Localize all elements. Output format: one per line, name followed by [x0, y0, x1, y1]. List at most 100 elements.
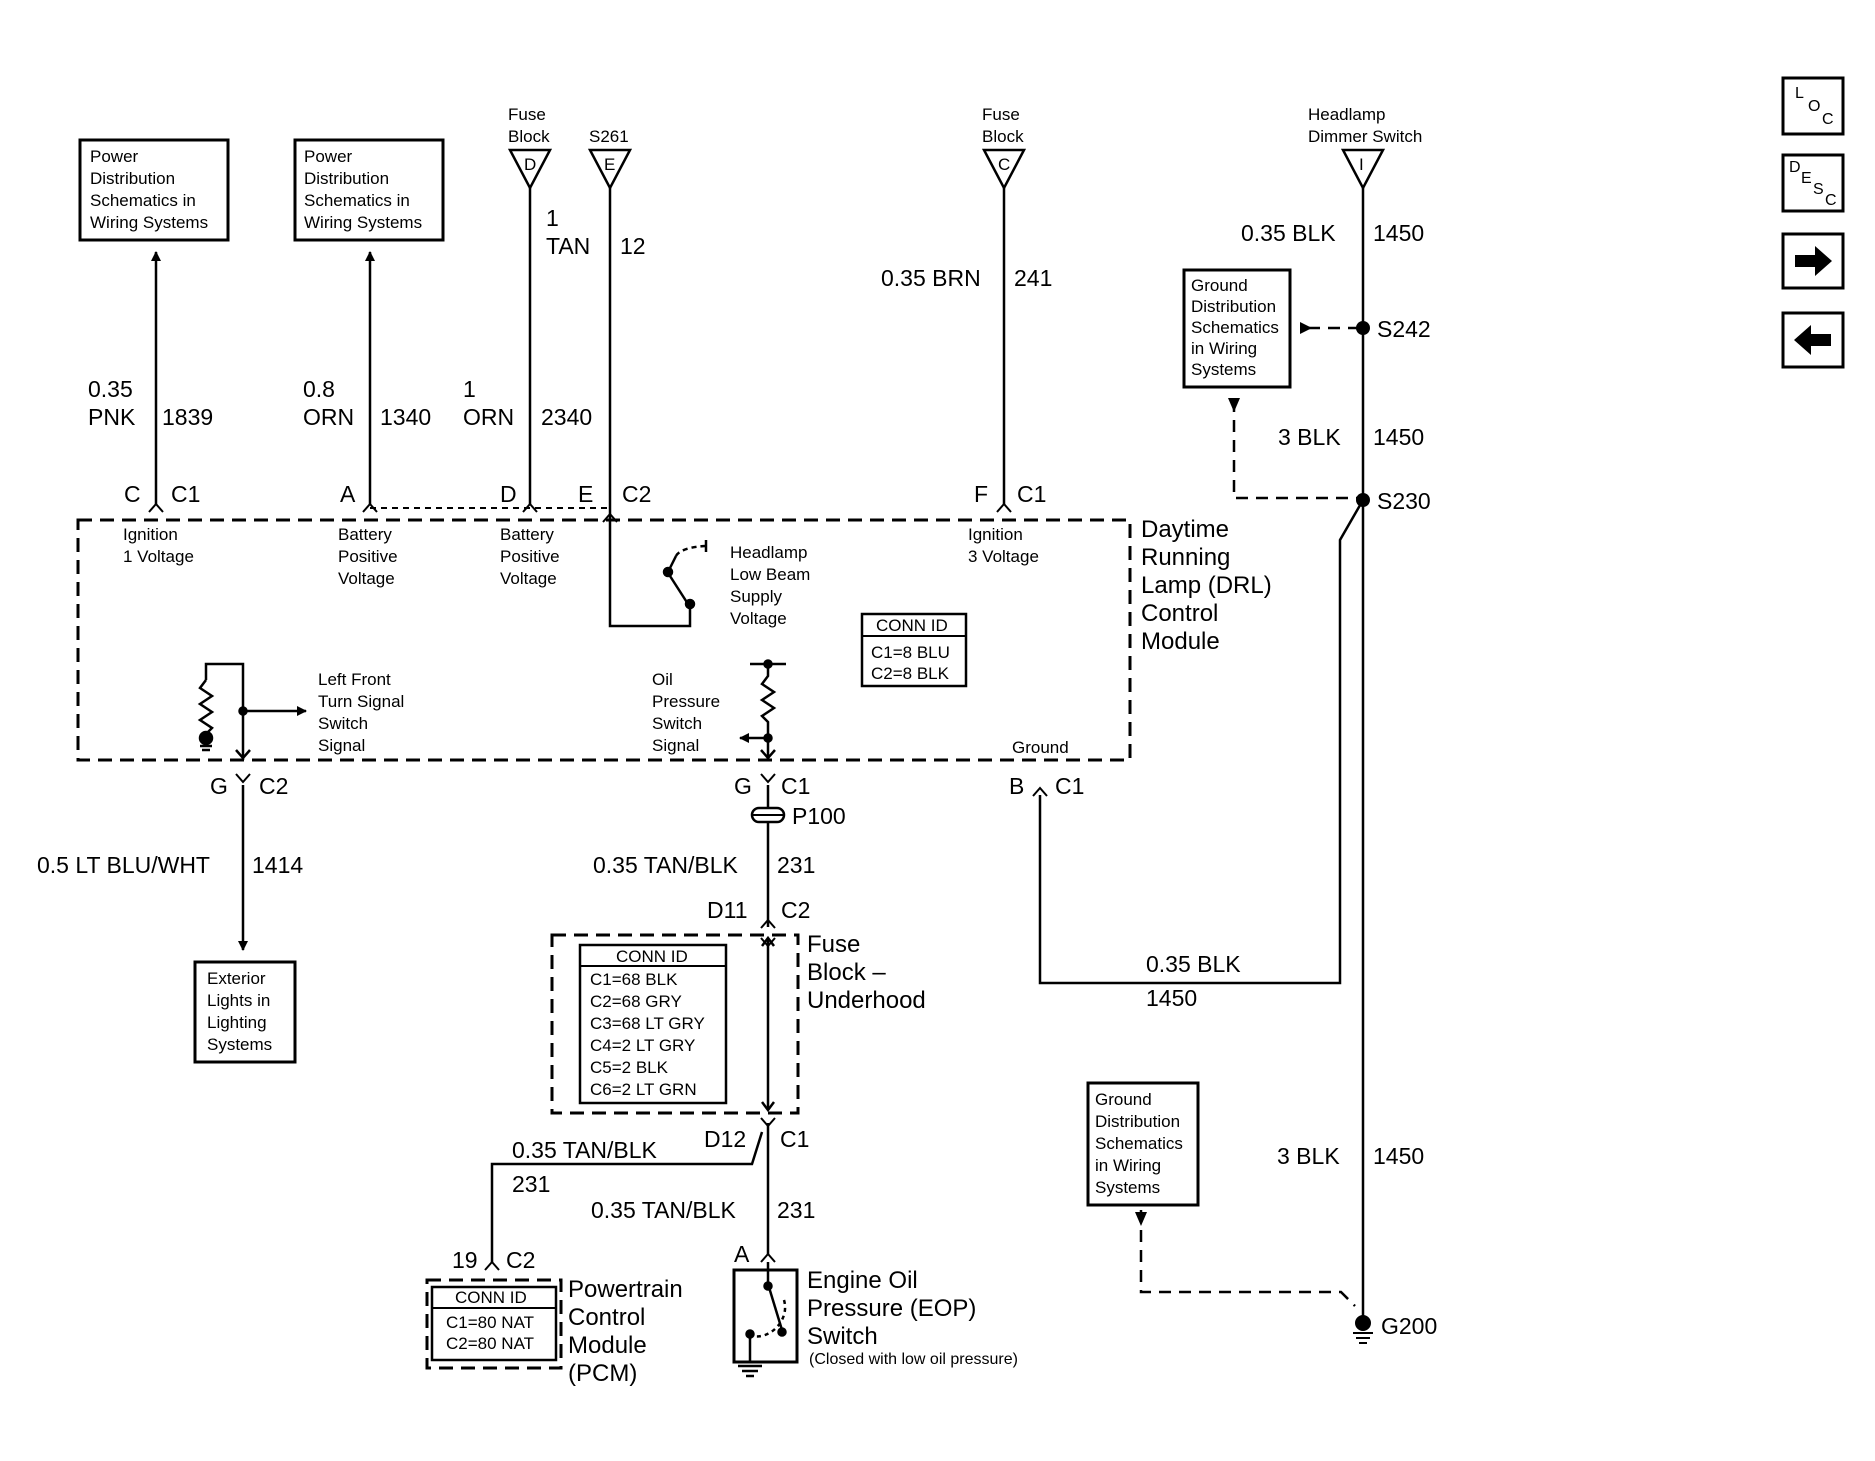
svg-text:Running: Running — [1141, 544, 1230, 571]
svg-text:0.35 BRN: 0.35 BRN — [881, 265, 981, 291]
svg-text:1450: 1450 — [1373, 1143, 1424, 1169]
svg-text:Switch: Switch — [807, 1323, 878, 1350]
svg-text:Lights in: Lights in — [207, 991, 270, 1010]
svg-text:Ground: Ground — [1191, 276, 1248, 295]
svg-text:Left Front: Left Front — [318, 670, 391, 689]
svg-text:Block: Block — [508, 127, 550, 146]
svg-text:S261: S261 — [589, 127, 629, 146]
svg-text:1 Voltage: 1 Voltage — [123, 547, 194, 566]
svg-text:C: C — [1822, 111, 1834, 128]
svg-text:Schematics: Schematics — [1191, 318, 1279, 337]
svg-text:C4=2 LT GRY: C4=2 LT GRY — [590, 1036, 695, 1055]
svg-text:231: 231 — [777, 1197, 815, 1223]
svg-text:1450: 1450 — [1146, 985, 1197, 1011]
svg-text:C3=68 LT GRY: C3=68 LT GRY — [590, 1014, 705, 1033]
svg-text:Battery: Battery — [500, 525, 554, 544]
svg-text:CONN ID: CONN ID — [455, 1288, 527, 1307]
oil-pressure-circuit-icon — [739, 659, 786, 760]
wire-paths — [151, 188, 1365, 1318]
svg-text:Headlamp: Headlamp — [1308, 105, 1386, 124]
svg-text:A: A — [340, 481, 356, 507]
p100-inline-connector-icon — [750, 806, 786, 824]
svg-text:Control: Control — [1141, 600, 1218, 627]
prev-page-button[interactable] — [1781, 311, 1845, 369]
svg-text:0.35 TAN/BLK: 0.35 TAN/BLK — [591, 1197, 737, 1223]
svg-text:E: E — [1801, 170, 1812, 187]
svg-text:0.8: 0.8 — [303, 376, 335, 402]
svg-text:2340: 2340 — [541, 404, 592, 430]
svg-text:Pressure (EOP): Pressure (EOP) — [807, 1295, 976, 1322]
power-distribution-ref-2[interactable]: Power Distribution Schematics in Wiring … — [293, 138, 445, 242]
svg-text:3 Voltage: 3 Voltage — [968, 547, 1039, 566]
svg-text:Schematics: Schematics — [1095, 1134, 1183, 1153]
svg-text:Headlamp: Headlamp — [730, 543, 808, 562]
svg-text:0.35 TAN/BLK: 0.35 TAN/BLK — [593, 852, 739, 878]
svg-text:Systems: Systems — [1191, 360, 1256, 379]
ground-ref-dashes — [1139, 326, 1363, 1307]
svg-text:C6=2 LT GRN: C6=2 LT GRN — [590, 1080, 697, 1099]
svg-text:1450: 1450 — [1373, 424, 1424, 450]
next-page-button[interactable] — [1781, 232, 1845, 290]
svg-text:C1=8 BLU: C1=8 BLU — [871, 643, 950, 662]
svg-text:in Wiring: in Wiring — [1095, 1156, 1161, 1175]
svg-text:D12: D12 — [704, 1126, 746, 1152]
drl-conn-id-table: CONN ID C1=8 BLU C2=8 BLK — [860, 612, 968, 688]
powertrain-control-module[interactable]: CONN ID C1=80 NAT C2=80 NAT — [425, 1278, 563, 1370]
desc-button[interactable]: D E S C — [1781, 153, 1845, 213]
svg-text:in Wiring: in Wiring — [1191, 339, 1257, 358]
svg-text:L: L — [1795, 85, 1804, 102]
svg-text:O: O — [1808, 98, 1820, 115]
arrow-icon — [1228, 398, 1240, 412]
svg-text:E: E — [604, 155, 615, 174]
wire-1450-ground-label: 0.35 BLK 1450 — [1146, 951, 1241, 1011]
svg-text:Voltage: Voltage — [500, 569, 557, 588]
svg-text:Ground: Ground — [1095, 1090, 1152, 1109]
svg-text:Switch: Switch — [318, 714, 368, 733]
svg-text:Switch: Switch — [652, 714, 702, 733]
svg-text:C1: C1 — [780, 1126, 809, 1152]
svg-text:Block –: Block – — [807, 959, 886, 986]
svg-text:1839: 1839 — [162, 404, 213, 430]
svg-text:1414: 1414 — [252, 852, 303, 878]
svg-text:1340: 1340 — [380, 404, 431, 430]
svg-text:C5=2 BLK: C5=2 BLK — [590, 1058, 669, 1077]
svg-text:Battery: Battery — [338, 525, 392, 544]
svg-text:C: C — [124, 481, 141, 507]
svg-text:Daytime: Daytime — [1141, 516, 1229, 543]
svg-text:G: G — [734, 773, 752, 799]
drl-control-module[interactable] — [76, 518, 1132, 762]
wire-1450-bottom-label: 3 BLK 1450 — [1277, 1143, 1424, 1169]
splice-s261-source: S261 E — [587, 127, 633, 191]
ground-distribution-ref-2[interactable]: Ground Distribution Schematics in Wiring… — [1086, 1081, 1200, 1207]
svg-text:D: D — [500, 481, 517, 507]
svg-text:Engine Oil: Engine Oil — [807, 1267, 918, 1294]
svg-text:Power: Power — [90, 147, 139, 166]
headlamp-relay-switch-icon — [608, 518, 708, 628]
svg-text:S: S — [1813, 181, 1824, 198]
engine-oil-pressure-switch[interactable] — [732, 1262, 799, 1378]
wire-1450-mid-label: 3 BLK 1450 — [1278, 424, 1424, 450]
svg-text:C1=80 NAT: C1=80 NAT — [446, 1313, 534, 1332]
svg-text:3 BLK: 3 BLK — [1277, 1143, 1340, 1169]
svg-text:C1: C1 — [1055, 773, 1084, 799]
loc-button[interactable]: L O C — [1781, 76, 1845, 136]
ground-distribution-ref-1[interactable]: Ground Distribution Schematics in Wiring… — [1182, 268, 1292, 389]
svg-text:Positive: Positive — [500, 547, 560, 566]
svg-text:B: B — [1009, 773, 1024, 799]
svg-text:CONN ID: CONN ID — [876, 616, 948, 635]
svg-text:Voltage: Voltage — [730, 609, 787, 628]
svg-text:0.5 LT BLU/WHT: 0.5 LT BLU/WHT — [37, 852, 210, 878]
fuse-underhood-conn-id-table: CONN ID C1=68 BLK C2=68 GRY C3=68 LT GRY… — [578, 943, 728, 1105]
ground-g200-label: G200 — [1381, 1313, 1437, 1339]
wire-12-label: 1 TAN 12 — [546, 205, 646, 259]
svg-text:C2=68 GRY: C2=68 GRY — [590, 992, 682, 1011]
svg-text:Fuse: Fuse — [508, 105, 546, 124]
fuse-block-underhood[interactable] — [550, 933, 800, 1115]
svg-text:Control: Control — [568, 1304, 645, 1331]
svg-text:12: 12 — [620, 233, 646, 259]
svg-text:Lighting: Lighting — [207, 1013, 267, 1032]
exterior-lights-ref[interactable]: Exterior Lights in Lighting Systems — [193, 960, 297, 1064]
power-distribution-ref-1[interactable]: Power Distribution Schematics in Wiring … — [78, 138, 230, 242]
svg-text:Fuse: Fuse — [807, 931, 860, 958]
svg-text:3 BLK: 3 BLK — [1278, 424, 1341, 450]
